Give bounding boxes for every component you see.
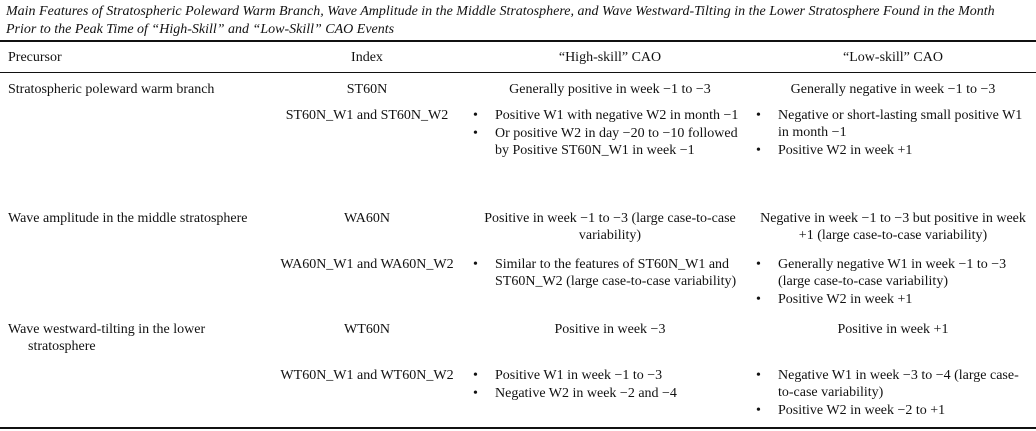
high-skill-cell: Generally positive in week −1 to −3: [509, 82, 711, 97]
low-skill-cell: Negative in week −1 to −3 but positive i…: [760, 211, 1026, 243]
bottom-rule: [0, 427, 1036, 429]
header-low-skill: “Low-skill” CAO: [843, 50, 943, 65]
top-rule: [0, 40, 1036, 42]
precursor-cell: Wave amplitude in the middle stratospher…: [8, 211, 248, 226]
list-item: Negative W2 in week −2 and −4: [473, 385, 745, 402]
list-item: Positive W1 with negative W2 in month −1: [473, 107, 745, 124]
low-skill-cell: Generally negative in week −1 to −3: [790, 82, 996, 97]
list-item: Positive W2 in week −2 to +1: [756, 402, 1024, 419]
index-cell: ST60N: [346, 82, 388, 97]
high-skill-cell: Similar to the features of ST60N_W1 and …: [473, 256, 745, 291]
list-item: Or positive W2 in day −20 to −10 followe…: [473, 125, 745, 159]
table-caption: Main Features of Stratospheric Poleward …: [6, 4, 995, 37]
precursor-cell: Stratospheric poleward warm branch: [8, 82, 215, 97]
index-cell: WA60N_W1 and WA60N_W2: [280, 257, 454, 272]
high-skill-cell: Positive W1 in week −1 to −3 Negative W2…: [473, 367, 745, 403]
low-skill-cell: Generally negative W1 in week −1 to −3 (…: [756, 256, 1024, 309]
list-item: Generally negative W1 in week −1 to −3 (…: [756, 256, 1024, 290]
list-item: Negative or short-lasting small positive…: [756, 107, 1024, 141]
header-index: Index: [351, 50, 383, 65]
high-skill-cell: Positive W1 with negative W2 in month −1…: [473, 107, 745, 160]
header-precursor: Precursor: [8, 50, 62, 65]
precursor-cell: Wave westward-tilting in the lower strat…: [8, 322, 206, 354]
list-item: Negative W1 in week −3 to −4 (large case…: [756, 367, 1024, 401]
header-high-skill: “High-skill” CAO: [558, 50, 662, 65]
high-skill-cell: Positive in week −3: [554, 322, 666, 337]
low-skill-cell: Positive in week +1: [837, 322, 949, 337]
list-item: Similar to the features of ST60N_W1 and …: [473, 256, 745, 290]
low-skill-cell: Negative W1 in week −3 to −4 (large case…: [756, 367, 1024, 420]
index-cell: WA60N: [344, 211, 390, 226]
index-cell: ST60N_W1 and ST60N_W2: [285, 108, 449, 123]
high-skill-cell: Positive in week −1 to −3 (large case-to…: [484, 211, 736, 243]
list-item: Positive W2 in week +1: [756, 142, 1024, 159]
low-skill-cell: Negative or short-lasting small positive…: [756, 107, 1024, 160]
list-item: Positive W2 in week +1: [756, 291, 1024, 308]
index-cell: WT60N_W1 and WT60N_W2: [280, 368, 454, 383]
header-rule: [0, 72, 1036, 73]
index-cell: WT60N: [344, 322, 390, 337]
list-item: Positive W1 in week −1 to −3: [473, 367, 745, 384]
